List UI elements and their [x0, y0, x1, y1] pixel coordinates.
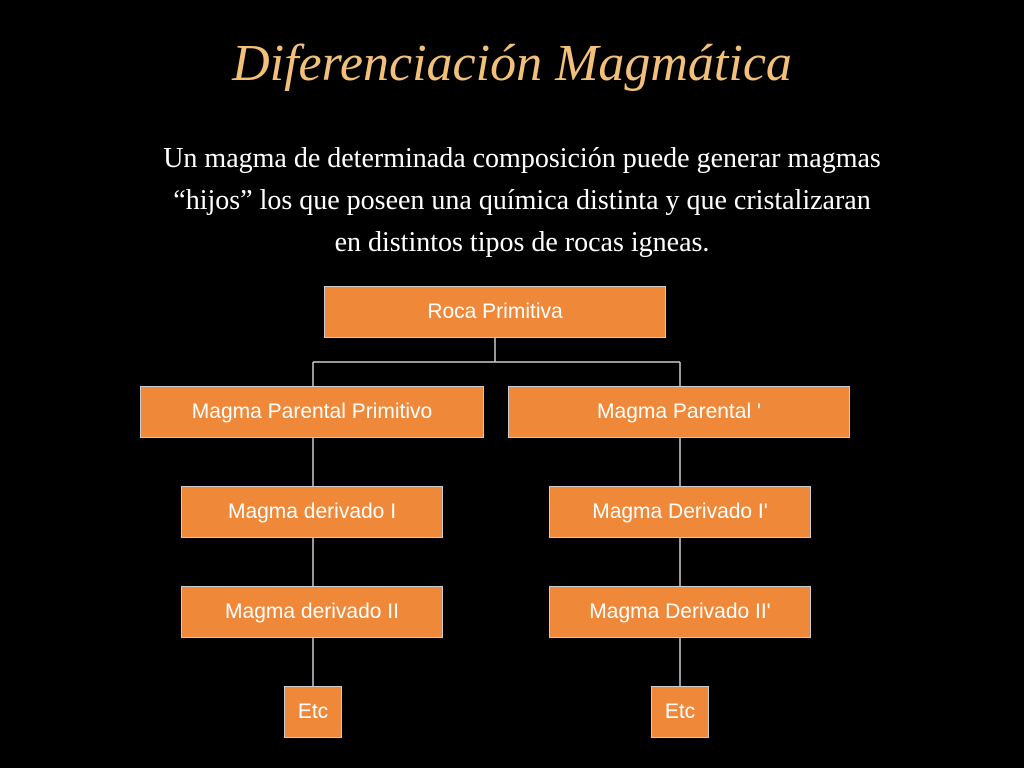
intro-line-1: Un magma de determinada composición pued… — [163, 143, 881, 174]
node-left-derived-2: Magma derivado II — [181, 586, 443, 638]
node-left-parent: Magma Parental Primitivo — [140, 386, 484, 438]
intro-text: Un magma de determinada composición pued… — [62, 138, 982, 264]
node-right-parent: Magma Parental ' — [508, 386, 850, 438]
node-right-derived-1: Magma Derivado I' — [549, 486, 811, 538]
intro-line-2: “hijos” los que poseen una química disti… — [173, 185, 871, 216]
node-left-etc: Etc — [284, 686, 342, 738]
intro-line-3: en distintos tipos de rocas igneas. — [334, 227, 710, 258]
node-left-derived-1: Magma derivado I — [181, 486, 443, 538]
node-roca-primitiva: Roca Primitiva — [324, 286, 666, 338]
node-right-etc: Etc — [651, 686, 709, 738]
slide-title: Diferenciación Magmática — [232, 35, 792, 92]
node-right-derived-2: Magma Derivado II' — [549, 586, 811, 638]
